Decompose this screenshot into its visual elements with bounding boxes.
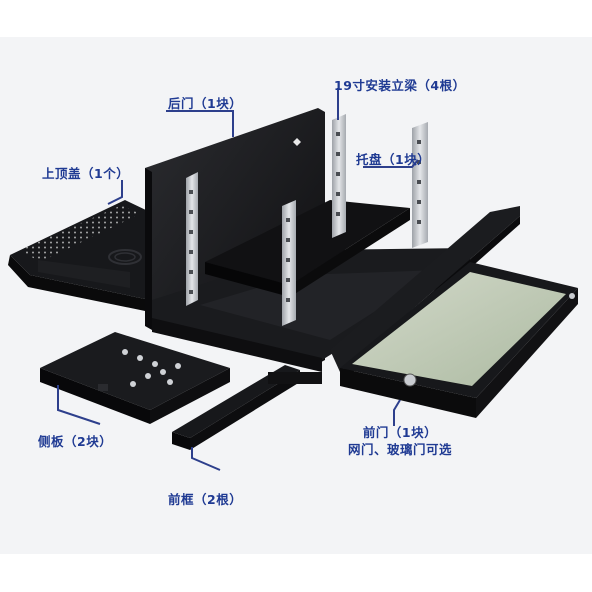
label-rails: 19寸安装立梁（4根） <box>334 78 466 93</box>
label-back-door: 后门（1块） <box>168 96 243 111</box>
front-frame <box>172 365 322 450</box>
mounting-rails <box>186 114 428 326</box>
tray <box>205 200 410 297</box>
side-panel <box>40 332 230 424</box>
label-front-frame: 前框（2根） <box>168 492 243 507</box>
front-door <box>340 262 578 418</box>
label-tray: 托盘（1块） <box>356 152 431 167</box>
label-side-panel: 侧板（2块） <box>38 434 113 449</box>
product-photo: 上顶盖（1个） 后门（1块） 19寸安装立梁（4根） 托盘（1块） 侧板（2块）… <box>0 37 592 554</box>
label-front-door-line1: 前门（1块） <box>362 425 438 440</box>
cabinet-parts-illustration <box>8 88 578 471</box>
leader-lines <box>57 88 419 471</box>
label-top-cover: 上顶盖（1个） <box>42 166 130 181</box>
top-cover <box>8 200 150 312</box>
label-front-door: 前门（1块） 网门、玻璃门可选 <box>340 424 460 458</box>
label-front-door-line2: 网门、玻璃门可选 <box>347 442 452 457</box>
